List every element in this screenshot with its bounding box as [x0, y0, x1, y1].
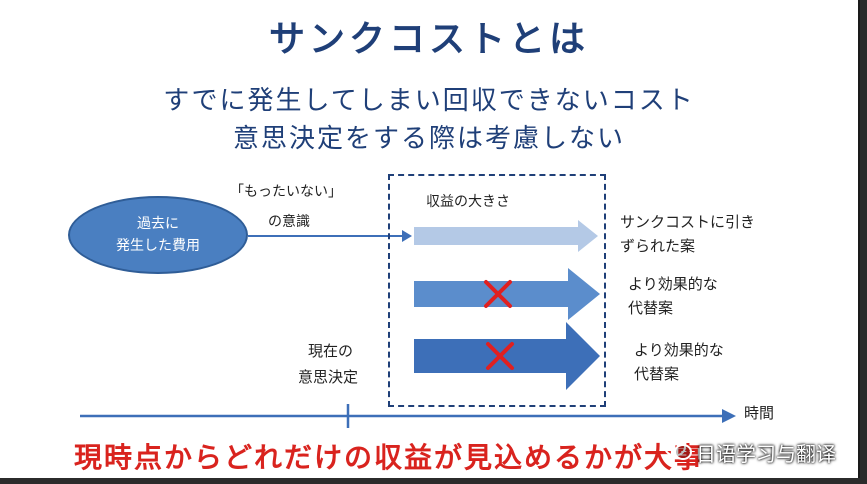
past-cost-connector-head [402, 230, 412, 242]
timeline-arrowhead [722, 409, 736, 423]
arrow-3-label-line-1: より効果的な [634, 341, 724, 359]
arrow-sunk-cost-option [414, 220, 598, 252]
slide: サンクコストとは すでに発生してしまい回収できないコスト 意思決定をする際は考慮… [0, 0, 860, 478]
arrow-alternative-2 [414, 322, 600, 390]
time-axis-label: 時間 [744, 404, 775, 422]
arrow-1-label-line-1: サンクコストに引き [620, 213, 756, 231]
current-decision-line-1: 現在の [308, 342, 354, 360]
arrow-2-label-line-1: より効果的な [628, 275, 718, 293]
diagram-arrows [80, 220, 736, 428]
subtitle-line-1: すでに発生してしまい回収できないコスト [163, 86, 695, 116]
mottainai-label-line-2: の意識 [268, 214, 310, 230]
wechat-icon [664, 437, 692, 460]
past-cost-line-2: 発生した費用 [116, 238, 200, 254]
cross-icon [484, 280, 512, 308]
subtitle-line-2: 意思決定をする際は考慮しない [232, 124, 625, 154]
past-cost-line-1: 過去に [137, 216, 179, 232]
past-cost-ellipse: 過去に 発生した費用 [68, 196, 248, 274]
revenue-size-label: 収益の大きさ [426, 194, 510, 210]
watermark-text: 日语学习与翻译 [696, 442, 836, 466]
mottainai-label-line-1: 「もったいない」 [230, 184, 342, 200]
current-decision-line-2: 意思決定 [298, 368, 359, 386]
arrow-1-label-line-2: ずられた案 [620, 237, 696, 255]
watermark: 日语学习与翻译 [664, 432, 854, 468]
key-message: 現時点からどれだけの収益が見込めるかが大事 [74, 441, 705, 474]
arrow-alternative-1 [414, 268, 600, 320]
cross-icon [486, 342, 514, 370]
revenue-size-box [388, 174, 606, 407]
arrow-3-label-line-2: 代替案 [634, 365, 680, 383]
arrow-2-label-line-2: 代替案 [628, 299, 674, 317]
slide-title: サンクコストとは [268, 19, 589, 60]
